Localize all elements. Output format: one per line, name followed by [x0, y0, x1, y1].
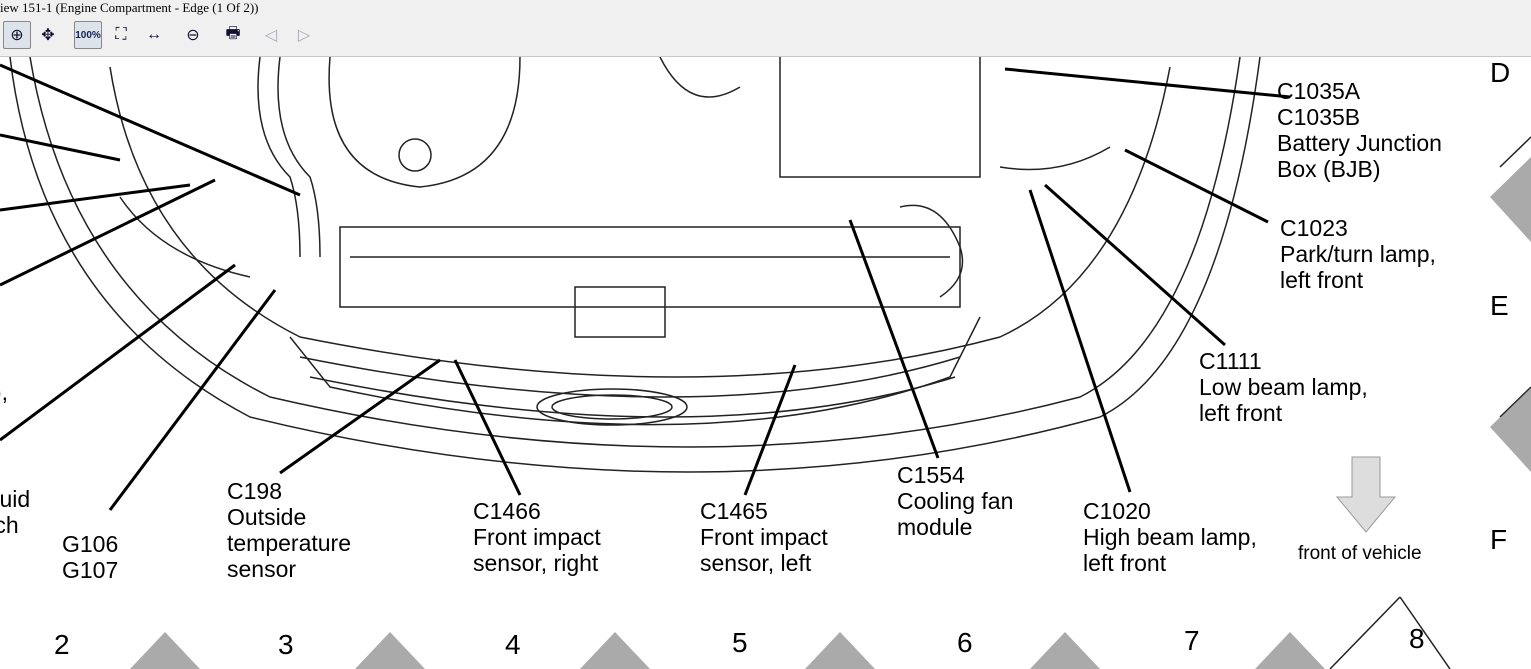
connector-id: C1465 — [700, 498, 768, 524]
grid-row-d: D — [1490, 57, 1511, 88]
connector-id: C1466 — [473, 498, 541, 524]
grid-row-f: F — [1490, 524, 1508, 555]
connector-desc: left front — [1199, 400, 1283, 426]
zoom-100-button[interactable]: 100% — [74, 21, 102, 49]
pan-button[interactable]: ✥ — [34, 21, 62, 49]
connector-desc: sensor — [227, 556, 297, 582]
connector-id: C1554 — [897, 462, 965, 488]
connector-desc: sensor, right — [473, 550, 599, 576]
grid-col-2: 2 — [54, 629, 70, 660]
connector-desc: High beam lamp, — [1083, 524, 1257, 550]
diagram-drawing — [0, 57, 1531, 669]
grid-col-4: 4 — [505, 629, 521, 660]
camera-forward-icon: ▷ — [297, 27, 311, 44]
connector-id: C1035A — [1277, 78, 1361, 104]
next-view-button[interactable]: ▷ — [290, 21, 318, 49]
zoom-width-icon: ↔ — [146, 26, 162, 43]
print-button[interactable]: 🖶 — [219, 21, 247, 49]
zoom-fit-button[interactable]: ⛶ — [107, 21, 135, 49]
connector-desc: Battery Junction — [1277, 130, 1442, 156]
connector-desc: left front — [1280, 267, 1364, 293]
connector-desc: Front impact — [473, 524, 601, 550]
vehicle-outline — [9, 57, 1531, 669]
connector-desc: Cooling fan — [897, 488, 1014, 514]
grid-col-7: 7 — [1184, 625, 1200, 656]
front-of-vehicle-label: front of vehicle — [1298, 543, 1422, 564]
print-icon: 🖶 — [225, 24, 241, 42]
grid-col-8: 8 — [1409, 623, 1425, 654]
ground-id: G107 — [62, 557, 119, 583]
grid-markers — [130, 157, 1531, 669]
zoom-fit-icon: ⛶ — [115, 26, 127, 43]
toolbar: ⊕ ✥ 100% ⛶ ↔ ⊖ 🖶 ◁ ▷ — [0, 17, 1531, 57]
zoom-out-icon: ⊖ — [186, 27, 200, 44]
connector-id: C1020 — [1083, 498, 1151, 524]
connector-id: C1035B — [1277, 104, 1361, 130]
connector-id: C1023 — [1280, 215, 1348, 241]
connector-desc: Low beam lamp, — [1199, 374, 1368, 400]
grid-col-5: 5 — [732, 627, 748, 658]
window-title: iew 151-1 (Engine Compartment - Edge (1 … — [0, 0, 1531, 17]
connector-desc: temperature — [227, 530, 352, 556]
connector-desc: sensor, left — [700, 550, 812, 576]
zoom-in-button[interactable]: ⊕ — [3, 21, 31, 49]
connector-desc: left front — [1083, 550, 1167, 576]
leader-lines — [0, 63, 1291, 511]
connector-desc: fluid — [0, 486, 31, 512]
label-fluid-switch-partial: fluidtch — [0, 486, 30, 538]
zoom-out-button[interactable]: ⊖ — [179, 21, 207, 49]
connector-id: C198 — [227, 478, 282, 504]
camera-back-icon: ◁ — [264, 27, 278, 44]
connector-id: C1111 — [1199, 348, 1262, 374]
connector-desc: Box (BJB) — [1277, 156, 1381, 182]
grid-col-6: 6 — [957, 627, 973, 658]
pan-icon: ✥ — [41, 27, 55, 44]
connector-desc: module — [897, 514, 973, 540]
connector-desc: Park/turn lamp, — [1280, 241, 1436, 267]
connector-desc: tch — [0, 512, 19, 538]
connector-desc: Front impact — [700, 524, 828, 550]
ground-id: G106 — [62, 531, 119, 557]
grid-col-3: 3 — [278, 629, 294, 660]
label-partial: ), — [0, 379, 9, 405]
front-of-vehicle-arrow — [1335, 456, 1397, 533]
grid-row-e: E — [1490, 290, 1509, 321]
zoom-width-button[interactable]: ↔ — [140, 21, 168, 49]
zoom-in-icon: ⊕ — [10, 27, 24, 44]
connector-desc: Outside — [227, 504, 307, 530]
previous-view-button[interactable]: ◁ — [257, 21, 285, 49]
zoom-100-icon: 100% — [75, 29, 101, 41]
